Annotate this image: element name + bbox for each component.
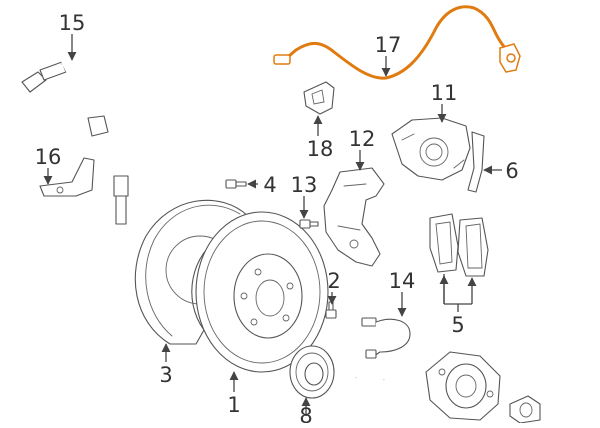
- callout-4: 4: [263, 173, 276, 197]
- rotor-screw-part[interactable]: [325, 301, 337, 319]
- wheel-hub-part[interactable]: [425, 351, 501, 421]
- circlip-part[interactable]: [354, 377, 387, 416]
- callout-13: 13: [291, 173, 318, 197]
- callout-18: 18: [307, 137, 334, 161]
- callout-6: 6: [505, 159, 518, 183]
- callout-labels: 15 16 17 18 11 12 6 4 13 2 14 3 1 8 5: [35, 11, 519, 428]
- callout-14: 14: [389, 269, 416, 293]
- wheel-bearing-part[interactable]: [289, 345, 335, 399]
- caliper-spring-part[interactable]: [467, 131, 485, 193]
- callout-5: 5: [451, 313, 464, 337]
- leader-5: [443, 274, 472, 312]
- callout-1: 1: [227, 393, 240, 417]
- brake-hose-part[interactable]: [21, 60, 129, 225]
- bracket-bolt-part[interactable]: [299, 219, 319, 229]
- callout-8: 8: [299, 404, 312, 423]
- callout-2: 2: [327, 269, 340, 293]
- brake-rotor-part[interactable]: [195, 211, 329, 373]
- hose-bracket-part[interactable]: [39, 157, 95, 197]
- callout-12: 12: [349, 127, 376, 151]
- callout-11: 11: [431, 81, 458, 105]
- pad-wear-sensor-part[interactable]: [361, 317, 411, 359]
- callout-17: 17: [375, 33, 402, 57]
- abs-sensor-part[interactable]: [273, 5, 521, 80]
- axle-nut-part[interactable]: [509, 395, 541, 424]
- brake-caliper-part[interactable]: [391, 117, 471, 181]
- callout-3: 3: [159, 363, 172, 387]
- shield-bolt-part[interactable]: [225, 179, 247, 189]
- sensor-clip-part[interactable]: [303, 81, 335, 115]
- caliper-bracket-part[interactable]: [323, 167, 385, 267]
- leader-lines: [43, 34, 502, 416]
- callout-15: 15: [59, 11, 86, 35]
- brake-pads-part[interactable]: [429, 213, 489, 277]
- callout-16: 16: [35, 145, 62, 169]
